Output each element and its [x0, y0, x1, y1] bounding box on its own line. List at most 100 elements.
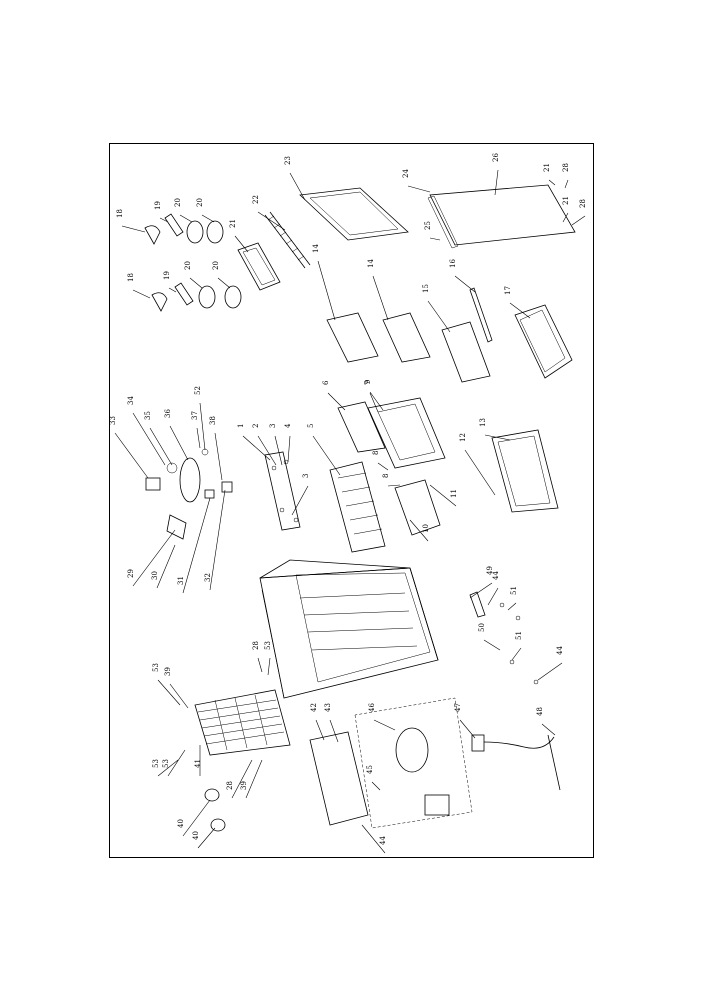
leader-line — [454, 275, 476, 293]
leader-line — [114, 432, 149, 479]
leader-line — [169, 683, 189, 709]
part-door-bin — [237, 242, 281, 291]
callout-label: 21 — [543, 163, 551, 172]
leader-line — [201, 214, 215, 223]
leader-line — [494, 169, 499, 196]
callout-label: 36 — [164, 409, 172, 418]
part-door-rack — [264, 211, 311, 269]
leader-line — [257, 211, 286, 231]
leader-line — [487, 587, 499, 606]
leader-line — [562, 212, 569, 223]
callout-label: 49 — [486, 566, 494, 575]
callout-label: 20 — [196, 198, 204, 207]
callout-label: 34 — [127, 396, 135, 405]
callout-label: 1 — [237, 424, 245, 428]
callout-label: 29 — [127, 569, 135, 578]
callout-label: 17 — [504, 286, 512, 295]
part-door — [427, 184, 576, 249]
leader-line — [312, 435, 341, 476]
leader-line — [168, 287, 177, 293]
leader-line — [156, 544, 176, 589]
part-shelf-lower — [382, 312, 431, 363]
callout-label: 48 — [536, 707, 544, 716]
part-drip-tray — [491, 429, 559, 513]
callout-label: 26 — [492, 153, 500, 162]
leader-line — [484, 434, 511, 441]
callout-label: 33 — [109, 416, 117, 425]
callout-label: 53 — [152, 663, 160, 672]
callout-label: 20 — [212, 261, 220, 270]
leader-line — [315, 719, 325, 741]
callout-label: 30 — [151, 571, 159, 580]
callout-label: 28 — [579, 199, 587, 208]
callout-label: 51 — [515, 631, 523, 640]
callout-label: 20 — [184, 261, 192, 270]
leader-line — [157, 679, 181, 706]
callout-label: 25 — [424, 221, 432, 230]
callout-label: 43 — [324, 703, 332, 712]
callout-label: 18 — [127, 273, 135, 282]
leader-line — [182, 497, 211, 594]
callout-label: 28 — [226, 781, 234, 790]
callout-label: 47 — [454, 703, 462, 712]
leader-line — [289, 172, 306, 201]
callout-label: 20 — [174, 198, 182, 207]
leader-line — [541, 723, 556, 736]
callout-label: 21 — [562, 196, 570, 205]
callout-label: 9 — [364, 380, 372, 384]
callout-label: 44 — [492, 571, 500, 580]
leader-line — [209, 489, 226, 591]
leader-line — [483, 639, 501, 651]
leader-line — [369, 391, 384, 411]
leader-line — [427, 300, 451, 333]
callout-label: 14 — [312, 244, 320, 253]
leader-line — [159, 217, 169, 223]
leader-line — [182, 799, 211, 837]
part-crisper-drawer — [514, 304, 573, 379]
part-control-housing — [264, 451, 301, 531]
leader-line — [121, 225, 146, 233]
part-compressor-area — [354, 697, 473, 829]
callout-label: 32 — [204, 573, 212, 582]
part-crisper-cover-glass — [441, 321, 491, 383]
leader-line — [217, 277, 231, 289]
part-shelf-upper — [326, 312, 379, 363]
leader-line — [548, 179, 556, 186]
callout-label: 16 — [449, 259, 457, 268]
leader-line — [189, 277, 203, 289]
leader-line — [377, 462, 389, 471]
callout-label: 19 — [154, 201, 162, 210]
leader-line — [387, 484, 401, 487]
leader-line — [361, 824, 386, 854]
leader-line — [407, 185, 431, 193]
leader-line — [231, 759, 253, 799]
leader-line — [369, 392, 379, 413]
callout-label: 11 — [450, 489, 458, 498]
leader-line — [257, 435, 277, 466]
leader-line — [507, 602, 517, 611]
callout-label: 23 — [284, 156, 292, 165]
callout-label: 52 — [194, 386, 202, 395]
part-freezer-door — [367, 397, 446, 469]
callout-label: 39 — [164, 667, 172, 676]
callout-label: 3 — [269, 424, 277, 428]
part-hardware — [469, 591, 539, 685]
callout-label: 2 — [252, 424, 260, 428]
part-door-gasket — [299, 187, 409, 241]
leader-line — [509, 302, 531, 319]
leader-line — [199, 402, 206, 451]
leader-line — [214, 432, 223, 481]
leader-line — [149, 427, 173, 466]
callout-label: 28 — [252, 641, 260, 650]
leader-lines — [114, 169, 586, 854]
callout-label: 15 — [422, 284, 430, 293]
callout-label: 53 — [162, 759, 170, 768]
leader-line — [167, 749, 186, 777]
leader-line — [291, 485, 309, 516]
leader-line — [409, 519, 429, 542]
callout-label: 53 — [264, 641, 272, 650]
leader-line — [571, 215, 586, 226]
callout-label: 3 — [302, 474, 310, 478]
leader-line — [372, 275, 389, 321]
callout-label: 19 — [163, 271, 171, 280]
